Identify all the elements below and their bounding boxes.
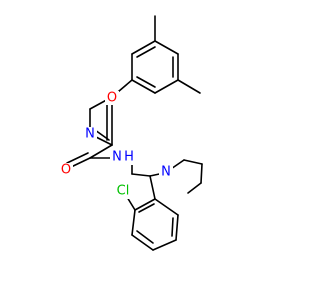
atom-label: N	[85, 127, 95, 142]
bond	[152, 239, 177, 251]
bond	[154, 79, 179, 94]
bond	[131, 173, 151, 177]
atom-labels: O N O N H N Cl	[59, 91, 173, 199]
bond	[126, 196, 136, 211]
bond	[183, 159, 203, 165]
bond	[89, 144, 113, 159]
bond	[136, 76, 156, 88]
chlorine-atom: Cl	[112, 183, 134, 199]
bond	[138, 203, 155, 213]
amide-nitrogen-atom: N H	[110, 149, 137, 165]
molecule-diagram: O N O N H N Cl	[59, 15, 203, 251]
bond	[131, 234, 154, 251]
bond	[131, 209, 136, 236]
bond	[149, 175, 156, 200]
bond	[131, 79, 156, 94]
nitrogen-atom: N	[83, 127, 97, 142]
bond	[136, 46, 156, 58]
bond	[154, 198, 179, 216]
hydrogen-label: H	[124, 150, 134, 165]
atom-label: O	[61, 163, 71, 178]
bond	[177, 79, 201, 94]
atom-label: O	[107, 91, 117, 106]
atom-label: N	[161, 165, 171, 180]
oxygen-atom: O	[105, 91, 119, 106]
bond	[136, 230, 154, 244]
bond	[154, 40, 179, 55]
atom-label: N	[112, 150, 122, 165]
bond	[134, 198, 156, 211]
bond	[66, 152, 89, 164]
nitrogen-atom: N	[159, 165, 173, 180]
bond	[131, 40, 156, 55]
bond	[200, 163, 203, 184]
bond	[171, 217, 174, 237]
oxygen-atom: O	[59, 163, 73, 178]
bond	[187, 182, 202, 194]
bond	[175, 214, 179, 241]
atom-label: Cl	[117, 184, 130, 199]
